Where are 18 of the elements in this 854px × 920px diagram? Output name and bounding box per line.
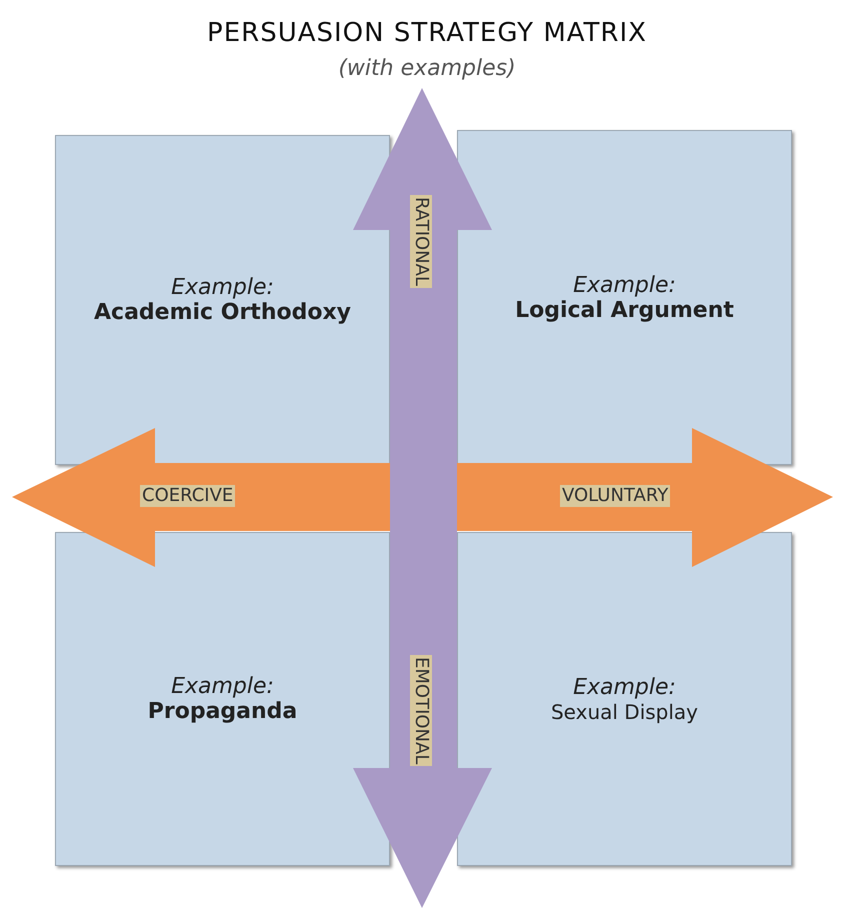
example-text: Logical Argument [515, 298, 734, 322]
quadrant-box [55, 532, 390, 866]
axis-label: VOLUNTARY [560, 485, 670, 507]
subtitle: (with examples) [337, 56, 517, 81]
axis-label: COERCIVE [140, 485, 236, 507]
example-heading: Example: [171, 275, 274, 300]
axis-label: RATIONAL [410, 195, 432, 288]
quadrant-box [55, 135, 390, 465]
example-heading: Example: [171, 674, 274, 699]
chart-title: PERSUASION STRATEGY MATRIX [206, 18, 648, 48]
example-text: Propaganda [148, 699, 298, 724]
example-text: Sexual Display [550, 700, 698, 724]
axis-label: EMOTIONAL [410, 655, 432, 766]
example-heading: Example: [573, 272, 676, 298]
example-text: Academic Orthodoxy [94, 300, 351, 325]
quadrant-box [457, 532, 792, 866]
example-heading: Example: [573, 674, 676, 700]
quadrant-box [457, 130, 792, 465]
